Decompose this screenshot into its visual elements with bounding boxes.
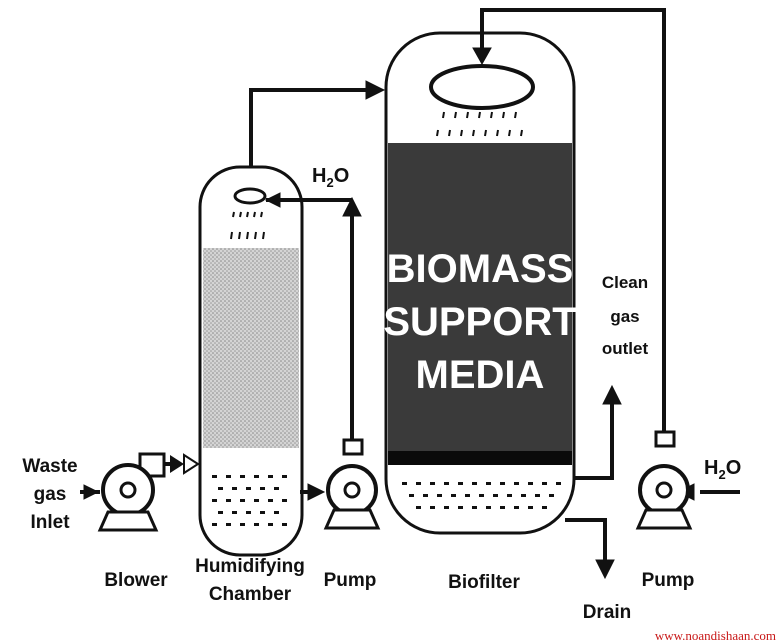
left-pump: [323, 438, 381, 530]
label-clean: Clean: [602, 273, 648, 292]
label-blower: Blower: [104, 570, 168, 591]
label-pump-right: Pump: [642, 570, 695, 591]
media-support-plate: [388, 451, 572, 465]
arrow-into-humid-spray: [264, 192, 281, 208]
label-drain: Drain: [583, 602, 632, 623]
humidifier-spray-nozzle: [233, 187, 267, 205]
biofilter-spray: [436, 111, 523, 137]
media-label-line2: SUPPORT: [383, 300, 576, 344]
arrow-clean-gas-up: [602, 384, 622, 405]
media-label-line3: MEDIA: [416, 353, 545, 397]
label-chamber: Chamber: [209, 584, 292, 605]
humidifier-water-sump: [212, 475, 287, 526]
piping: [80, 8, 740, 565]
label-pump-left: Pump: [324, 570, 377, 591]
arrow-into-biofilter-spray: [472, 47, 492, 66]
humidifier-packing: [203, 248, 299, 448]
arrow-up-left-riser: [342, 196, 362, 217]
blower-outlet-arrows: [170, 453, 200, 475]
humidifier-spray: [230, 211, 265, 240]
clean-gas-outlet-pipe: [573, 398, 614, 480]
arrow-drain-down: [595, 559, 615, 580]
label-inlet: Inlet: [30, 512, 70, 533]
label-biofilter: Biofilter: [448, 572, 520, 593]
biomass-support-media: [388, 143, 572, 451]
arrow-waste-in: [83, 484, 100, 500]
label-clean-gas: gas: [610, 307, 639, 326]
biofilter-column: BIOMASS SUPPORT MEDIA: [383, 31, 577, 535]
drain-pipe: [565, 518, 607, 565]
right-pump-riser-pipe: [480, 8, 666, 438]
humidifying-chamber: [198, 165, 304, 557]
biofilter-drain-sump: [402, 482, 561, 509]
blower: [97, 452, 166, 532]
label-outlet: outlet: [602, 339, 649, 358]
label-gas: gas: [34, 484, 67, 505]
watermark-text: www.noandishaan.com: [655, 628, 776, 643]
arrow-to-biofilter: [365, 80, 386, 100]
label-humidifying: Humidifying: [195, 556, 305, 577]
media-label-line1: BIOMASS: [387, 247, 574, 291]
label-h2o-left: H2O: [312, 165, 349, 190]
humid-to-biofilter-pipe: [249, 88, 370, 167]
arrow-to-left-pump: [307, 483, 326, 501]
label-waste: Waste: [22, 456, 77, 477]
flow-arrows: [83, 47, 695, 580]
label-h2o-right: H2O: [704, 457, 741, 482]
biofilter-spray-ring: [429, 64, 535, 110]
right-pump: [635, 430, 693, 530]
